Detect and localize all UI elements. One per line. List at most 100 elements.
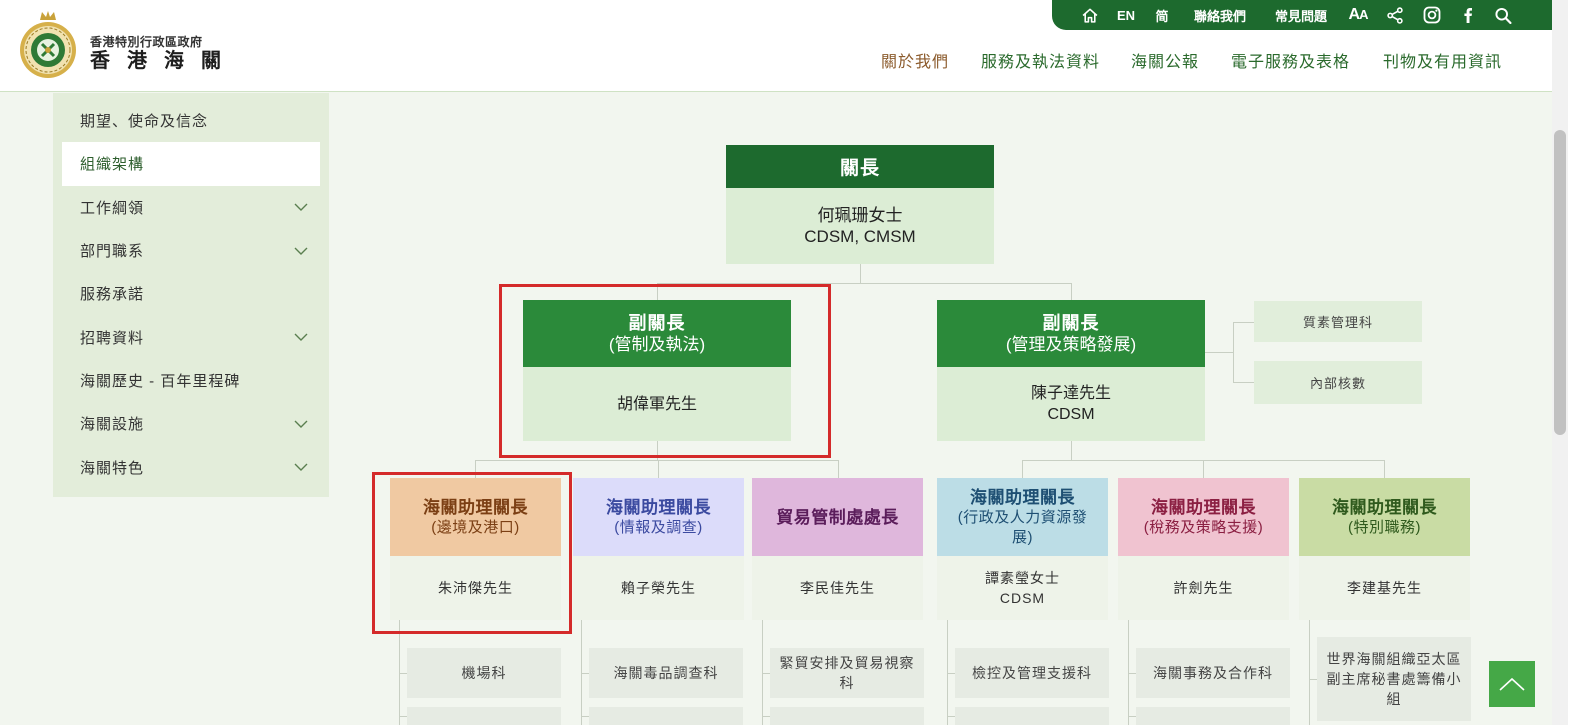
faq-link[interactable]: 常見問題 (1274, 8, 1328, 24)
connector-line (581, 620, 582, 725)
back-to-top-button[interactable] (1489, 661, 1535, 707)
search-icon (1495, 7, 1512, 24)
connector-line (1233, 322, 1234, 383)
unit-box-partial (589, 707, 743, 725)
sidebar-item-grades[interactable]: 部門職系 (62, 229, 320, 272)
government-name: 香港特別行政區政府 (90, 35, 203, 49)
sidebar-item-programme[interactable]: 工作綱領 (62, 186, 320, 229)
chevron-down-icon[interactable] (294, 203, 308, 212)
search-button[interactable] (1495, 0, 1512, 30)
deputy-portfolio: (管理及策略發展) (1005, 334, 1137, 354)
sidebar-item-label: 組織架構 (80, 156, 145, 174)
connector-line (838, 460, 839, 478)
deputy-control-enforcement-box: 副關長 (管制及執法) 胡偉軍先生 (523, 300, 791, 441)
vertical-scrollbar[interactable] (1552, 0, 1568, 725)
home-icon (1082, 8, 1098, 23)
facebook-link[interactable] (1459, 0, 1477, 30)
division-title: 海關助理關長 (970, 487, 1075, 507)
connector-line (581, 716, 589, 717)
division-title: 海關助理關長 (1332, 497, 1437, 517)
sidebar-item-features[interactable]: 海關特色 (62, 445, 320, 488)
nav-services-enforcement[interactable]: 服務及執法資料 (981, 54, 1101, 71)
connector-line (762, 716, 770, 717)
division-title: 海關助理關長 (1151, 497, 1256, 517)
division-header: 海關助理關長 (情報及調查) (573, 478, 744, 556)
chevron-down-icon[interactable] (294, 247, 308, 255)
lang-sc-link[interactable]: 简 (1155, 8, 1169, 24)
connector-line (475, 460, 476, 478)
deputy-title: 副關長 (1042, 312, 1100, 333)
division-box: 海關助理關長 (稅務及策略支援) 許劍先生 (1118, 478, 1289, 620)
connector-line (1128, 673, 1136, 674)
home-link[interactable] (1082, 0, 1099, 30)
instagram-link[interactable] (1423, 0, 1441, 30)
instagram-icon (1423, 6, 1441, 24)
division-head-name: 許劍先生 (1173, 580, 1234, 596)
division-portfolio: (行政及人力資源發展) (957, 508, 1088, 546)
unit-box-partial (770, 707, 924, 725)
division-box: 海關助理關長 (行政及人力資源發展) 譚素瑩女士 CDSM (937, 478, 1108, 620)
connector-line (762, 620, 763, 725)
sidebar-item-label: 工作綱領 (80, 199, 145, 217)
nav-publications[interactable]: 刊物及有用資訊 (1383, 54, 1503, 71)
scrollbar-thumb[interactable] (1554, 130, 1566, 435)
connector-line (1233, 322, 1254, 323)
contact-link[interactable]: 聯絡我們 (1193, 8, 1247, 24)
division-box: 海關助理關長 (情報及調查) 賴子榮先生 (573, 478, 744, 620)
connector-line (399, 673, 407, 674)
division-body: 朱沛傑先生 (390, 556, 561, 620)
division-head-name: 譚素瑩女士 (985, 570, 1060, 586)
deputy-name: 陳子達先生 (1030, 385, 1111, 402)
connector-line (581, 673, 589, 674)
sidebar-item-performance-pledge[interactable]: 服務承諾 (62, 272, 320, 315)
chevron-down-icon[interactable] (294, 420, 308, 428)
division-body: 許劍先生 (1118, 556, 1289, 620)
division-portfolio: (邊境及港口) (431, 518, 520, 536)
share-button[interactable] (1387, 0, 1404, 30)
deputy-management-box: 副關長 (管理及策略發展) 陳子達先生 CDSM (937, 300, 1205, 441)
font-size-label: AA (1348, 6, 1369, 23)
division-body: 譚素瑩女士 CDSM (937, 556, 1108, 620)
division-head-honours: CDSM (999, 590, 1046, 606)
sidebar-item-facilities[interactable]: 海關設施 (62, 402, 320, 445)
commissioner-name: 何珮珊女士 (817, 206, 903, 225)
sidebar-item-organisation[interactable]: 組織架構 (62, 142, 320, 186)
commissioner-body: 何珮珊女士 CDSM, CMSM (726, 188, 994, 264)
utility-bar: EN 简 聯絡我們 常見問題 AA (1052, 0, 1552, 30)
deputy-title: 副關長 (628, 312, 686, 333)
division-title: 海關助理關長 (606, 497, 711, 517)
nav-about-us[interactable]: 關於我們 (881, 54, 950, 71)
unit-box: 緊貿安排及貿易視察科 (770, 648, 924, 698)
chevron-down-icon[interactable] (294, 463, 308, 472)
connector-line (657, 283, 1072, 284)
nav-e-services-forms[interactable]: 電子服務及表格 (1231, 54, 1351, 71)
commissioner-box: 關長 何珮珊女士 CDSM, CMSM (726, 145, 994, 264)
division-title: 貿易管制處處長 (776, 507, 899, 527)
sidebar-item-recruitment[interactable]: 招聘資料 (62, 315, 320, 358)
lang-en-link[interactable]: EN (1116, 7, 1136, 23)
deputy-portfolio: (管制及執法) (608, 334, 706, 354)
division-body: 李建基先生 (1299, 556, 1470, 620)
division-header: 海關助理關長 (邊境及港口) (390, 478, 561, 556)
division-portfolio: (特別職務) (1348, 518, 1421, 536)
highlight-box-division (372, 472, 572, 634)
sidebar-item-vision-mission[interactable]: 期望、使命及信念 (62, 99, 320, 142)
nav-press-releases[interactable]: 海關公報 (1131, 54, 1200, 71)
sidebar-item-label: 海關特色 (80, 459, 145, 477)
chevron-down-icon[interactable] (294, 333, 308, 342)
home-logo-link[interactable]: 香港特別行政區政府 香港海關 (14, 6, 229, 86)
font-size-button[interactable]: AA (1348, 0, 1369, 30)
unit-box-partial (407, 707, 561, 725)
sidebar-item-label: 服務承諾 (80, 286, 145, 304)
connector-line (1128, 620, 1129, 725)
unit-box: 海關事務及合作科 (1136, 648, 1290, 698)
unit-box: 海關毒品調查科 (589, 648, 743, 698)
connector-line (1022, 460, 1023, 478)
sidebar-item-label: 招聘資料 (80, 329, 145, 347)
sidebar-item-history[interactable]: 海關歷史 - 百年里程碑 (62, 359, 320, 402)
connector-line (399, 716, 407, 717)
connector-line (860, 264, 861, 283)
division-box: 貿易管制處處長 李民佳先生 (752, 478, 923, 620)
deputy-name: 胡偉軍先生 (616, 395, 697, 413)
